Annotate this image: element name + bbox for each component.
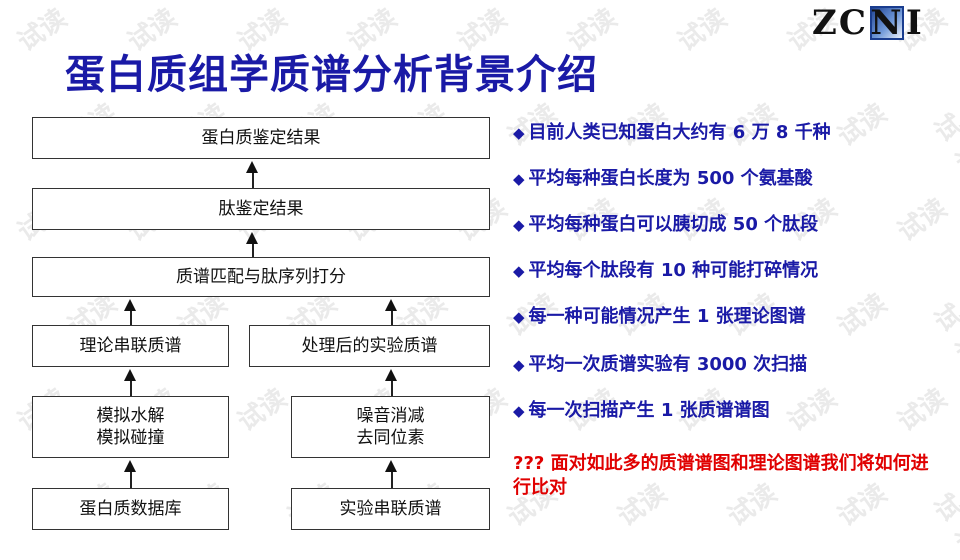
arrow-up-icon xyxy=(385,299,397,311)
diamond-bullet-icon: ◆ xyxy=(513,124,525,142)
denoise-box: 噪音消减 去同位素 xyxy=(291,396,490,458)
question-text: ??? 面对如此多的质谱谱图和理论图谱我们将如何进行比对 xyxy=(513,453,929,498)
arrow-line xyxy=(391,471,393,488)
theory-ms-box: 理论串联质谱 xyxy=(32,325,229,367)
diamond-bullet-icon: ◆ xyxy=(513,262,525,280)
arrow-up-icon xyxy=(246,232,258,244)
peptide-result-label: 肽鉴定结果 xyxy=(218,199,304,219)
logo-prefix: ZC xyxy=(812,3,868,43)
arrow-line xyxy=(130,310,132,325)
zcni-logo: ZC N I xyxy=(812,3,924,43)
arrow-line xyxy=(252,243,254,257)
bullet-item: ◆目前人类已知蛋白大约有 6 万 8 千种 xyxy=(513,122,953,144)
scoring-label: 质谱匹配与肽序列打分 xyxy=(176,267,346,287)
simulate-line1: 模拟水解 xyxy=(96,406,165,426)
bullet-item: ◆平均每个肽段有 10 种可能打碎情况 xyxy=(513,260,953,282)
theory-ms-label: 理论串联质谱 xyxy=(79,336,182,356)
arrow-up-icon xyxy=(385,460,397,472)
arrow-line xyxy=(391,310,393,325)
denoise-line2: 去同位素 xyxy=(356,428,425,448)
arrow-up-icon xyxy=(385,369,397,381)
bullet-item: ◆平均每种蛋白可以胰切成 50 个肽段 xyxy=(513,214,953,236)
protein-result-box: 蛋白质鉴定结果 xyxy=(32,117,490,159)
watermark-text: 试读 xyxy=(12,3,73,58)
simulate-box: 模拟水解 模拟碰撞 xyxy=(32,396,229,458)
logo-boxed-letter: N xyxy=(869,3,904,43)
diamond-bullet-icon: ◆ xyxy=(513,308,525,326)
arrow-line xyxy=(130,471,132,488)
arrow-up-icon xyxy=(124,299,136,311)
protein-db-label: 蛋白质数据库 xyxy=(79,499,182,519)
watermark-text: 试读 xyxy=(232,383,293,438)
diamond-bullet-icon: ◆ xyxy=(513,170,525,188)
arrow-up-icon xyxy=(124,460,136,472)
bullet-text: 平均每种蛋白长度为 500 个氨基酸 xyxy=(528,168,813,189)
exp-ms-box: 实验串联质谱 xyxy=(291,488,490,530)
arrow-up-icon xyxy=(124,369,136,381)
bullet-item: ◆平均每种蛋白长度为 500 个氨基酸 xyxy=(513,168,953,190)
bullet-text: 每一次扫描产生 1 张质谱谱图 xyxy=(528,400,770,421)
denoise-line1: 噪音消减 xyxy=(356,406,425,426)
protein-db-box: 蛋白质数据库 xyxy=(32,488,229,530)
exp-ms-label: 实验串联质谱 xyxy=(339,499,442,519)
bullet-item: ◆每一种可能情况产生 1 张理论图谱 xyxy=(513,306,953,328)
arrow-line xyxy=(391,380,393,396)
arrow-line xyxy=(252,172,254,188)
protein-result-label: 蛋白质鉴定结果 xyxy=(201,128,321,148)
slide-title: 蛋白质组学质谱分析背景介绍 xyxy=(65,52,598,98)
peptide-result-box: 肽鉴定结果 xyxy=(32,188,490,230)
bullet-item: ◆平均一次质谱实验有 3000 次扫描 xyxy=(513,354,953,376)
logo-suffix: I xyxy=(905,3,924,43)
watermark-text: 试读 xyxy=(672,3,733,58)
bullet-item: ◆每一次扫描产生 1 张质谱谱图 xyxy=(513,400,953,422)
arrow-up-icon xyxy=(246,161,258,173)
processed-ms-box: 处理后的实验质谱 xyxy=(249,325,490,367)
diamond-bullet-icon: ◆ xyxy=(513,216,525,234)
arrow-line xyxy=(130,380,132,396)
bullet-text: 平均一次质谱实验有 3000 次扫描 xyxy=(528,354,808,375)
bullet-text: 平均每种蛋白可以胰切成 50 个肽段 xyxy=(528,214,819,235)
diamond-bullet-icon: ◆ xyxy=(513,402,525,420)
bullet-text: 平均每个肽段有 10 种可能打碎情况 xyxy=(528,260,819,281)
bullet-text: 每一种可能情况产生 1 张理论图谱 xyxy=(528,306,806,327)
simulate-line2: 模拟碰撞 xyxy=(96,428,165,448)
scoring-box: 质谱匹配与肽序列打分 xyxy=(32,257,490,297)
bullet-text: 目前人类已知蛋白大约有 6 万 8 千种 xyxy=(528,122,831,143)
diamond-bullet-icon: ◆ xyxy=(513,356,525,374)
processed-ms-label: 处理后的实验质谱 xyxy=(301,336,438,356)
